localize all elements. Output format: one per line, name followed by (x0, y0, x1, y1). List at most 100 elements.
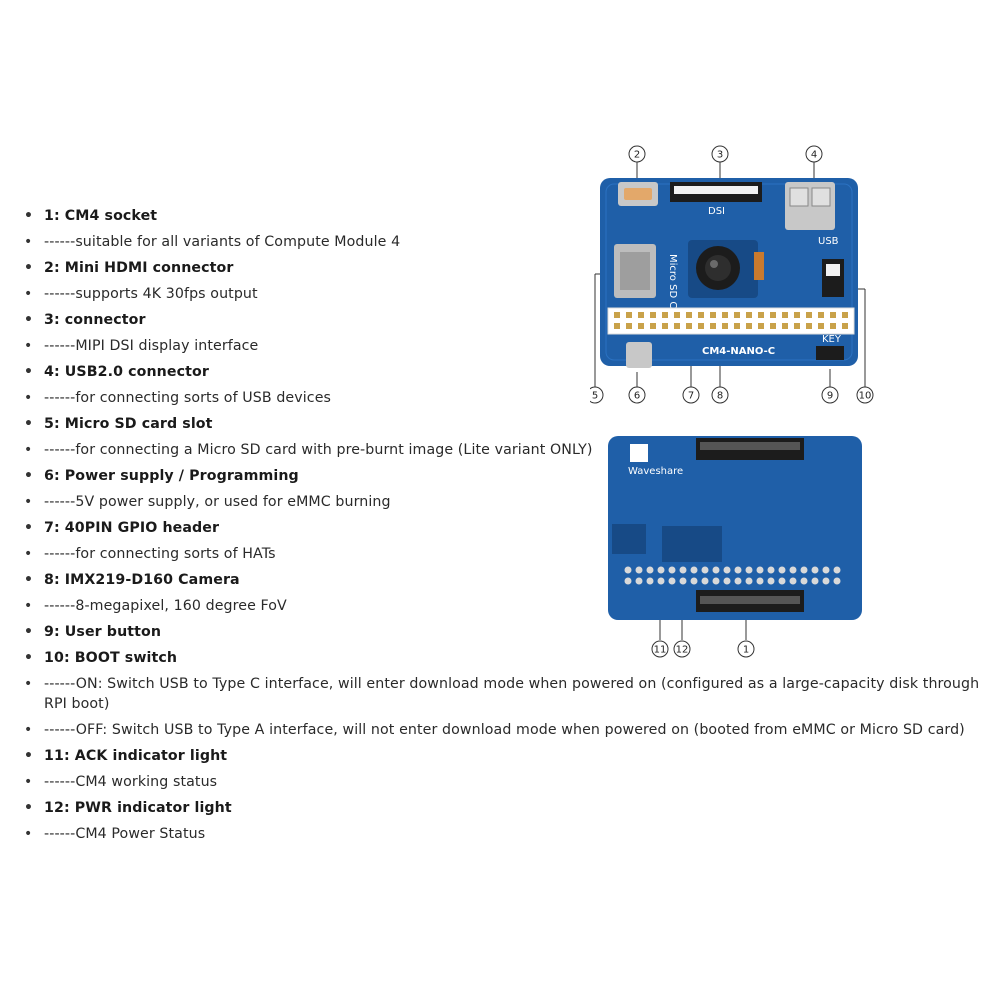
dsi-label: DSI (708, 206, 725, 217)
callout-number: 12 (676, 645, 689, 656)
gpio-pin (698, 312, 704, 318)
gpio-pin (626, 312, 632, 318)
gpio-pin (686, 312, 692, 318)
spec-heading: 11: ACK indicator light (24, 746, 994, 766)
spec-description: ------8-megapixel, 160 degree FoV (24, 596, 994, 616)
callout-circle (590, 386, 604, 404)
callout-circle (805, 145, 823, 163)
spec-heading: 5: Micro SD card slot (24, 414, 994, 434)
gpio-through-hole (668, 566, 676, 574)
callout-number: 3 (717, 150, 723, 161)
gpio-through-hole (712, 566, 720, 574)
callout-number: 2 (634, 150, 640, 161)
gpio-pin (746, 312, 752, 318)
gpio-pin (626, 323, 632, 329)
gpio-through-hole (690, 577, 698, 585)
gpio-through-hole (833, 577, 841, 585)
board-silkscreen-title: CM4-NANO-C (702, 346, 775, 357)
gpio-through-hole (767, 566, 775, 574)
callout-circle (856, 386, 874, 404)
gpio-through-hole (646, 566, 654, 574)
spec-heading: 2: Mini HDMI connector (24, 258, 994, 278)
sd-label: Micro SD Card (667, 254, 678, 325)
gpio-through-hole (822, 577, 830, 585)
spec-description: ------supports 4K 30fps output (24, 284, 994, 304)
spec-heading: 6: Power supply / Programming (24, 466, 994, 486)
gpio-pin (758, 323, 764, 329)
gpio-pin (806, 312, 812, 318)
gpio-through-hole (833, 566, 841, 574)
spec-heading: 10: BOOT switch (24, 648, 994, 668)
gpio-pin (662, 323, 668, 329)
gpio-pin (710, 323, 716, 329)
gpio-pin (722, 323, 728, 329)
spec-heading: 3: connector (24, 310, 994, 330)
gpio-through-hole (767, 577, 775, 585)
gpio-header (607, 307, 855, 335)
gpio-pin (650, 323, 656, 329)
gpio-through-hole (778, 577, 786, 585)
callout-circle (737, 640, 755, 658)
callout-number: 5 (592, 391, 598, 402)
gpio-pin (830, 312, 836, 318)
usb-label: USB (818, 236, 839, 247)
gpio-pin (650, 312, 656, 318)
gpio-through-hole (657, 577, 665, 585)
gpio-pin (614, 323, 620, 329)
callout-number: 10 (859, 391, 872, 402)
gpio-pins (614, 312, 848, 329)
gpio-pin (614, 312, 620, 318)
spec-description: ------for connecting sorts of HATs (24, 544, 994, 564)
spec-description: ------CM4 working status (24, 772, 994, 792)
gpio-through-hole (635, 566, 643, 574)
gpio-pin (746, 323, 752, 329)
gpio-through-hole (723, 566, 731, 574)
gpio-pin (674, 323, 680, 329)
gpio-through-hole (723, 577, 731, 585)
spec-heading: 7: 40PIN GPIO header (24, 518, 994, 538)
gpio-pin (722, 312, 728, 318)
gpio-through-hole (690, 566, 698, 574)
gpio-through-hole (624, 566, 632, 574)
gpio-pin (806, 323, 812, 329)
gpio-through-hole (712, 577, 720, 585)
gpio-through-hole (756, 566, 764, 574)
callout-number: 9 (827, 391, 833, 402)
spec-description: ------OFF: Switch USB to Type A interfac… (24, 720, 994, 740)
spec-list: 1: CM4 socket ------suitable for all vari… (24, 206, 994, 850)
gpio-pin (782, 323, 788, 329)
gpio-through-hole (701, 577, 709, 585)
gpio-through-hole (701, 566, 709, 574)
gpio-through-hole (657, 566, 665, 574)
spec-description: ------for connecting sorts of USB device… (24, 388, 994, 408)
gpio-pin (638, 312, 644, 318)
gpio-pin (734, 312, 740, 318)
usb-c-connector (626, 342, 652, 368)
gpio-through-hole (778, 566, 786, 574)
gpio-pin (794, 323, 800, 329)
bottom-pcb (608, 436, 862, 620)
spec-description: ------ON: Switch USB to Type C interface… (24, 674, 994, 714)
gpio-through-hole (734, 577, 742, 585)
spec-heading: 1: CM4 socket (24, 206, 994, 226)
spec-heading: 12: PWR indicator light (24, 798, 994, 818)
gpio-pin (830, 323, 836, 329)
gpio-pin (674, 312, 680, 318)
gpio-pin (794, 312, 800, 318)
gpio-through-hole (745, 577, 753, 585)
key-label: KEY (822, 334, 842, 345)
gpio-through-hole (635, 577, 643, 585)
spec-description: ------CM4 Power Status (24, 824, 994, 844)
gpio-through-hole (822, 566, 830, 574)
spec-description: ------suitable for all variants of Compu… (24, 232, 994, 252)
callout-number: 11 (654, 645, 667, 656)
gpio-pin (698, 323, 704, 329)
gpio-pin (782, 312, 788, 318)
gpio-pin (770, 312, 776, 318)
gpio-pin (638, 323, 644, 329)
gpio-through-hole (811, 566, 819, 574)
gpio-pin (710, 312, 716, 318)
bottom-pins (624, 566, 841, 585)
